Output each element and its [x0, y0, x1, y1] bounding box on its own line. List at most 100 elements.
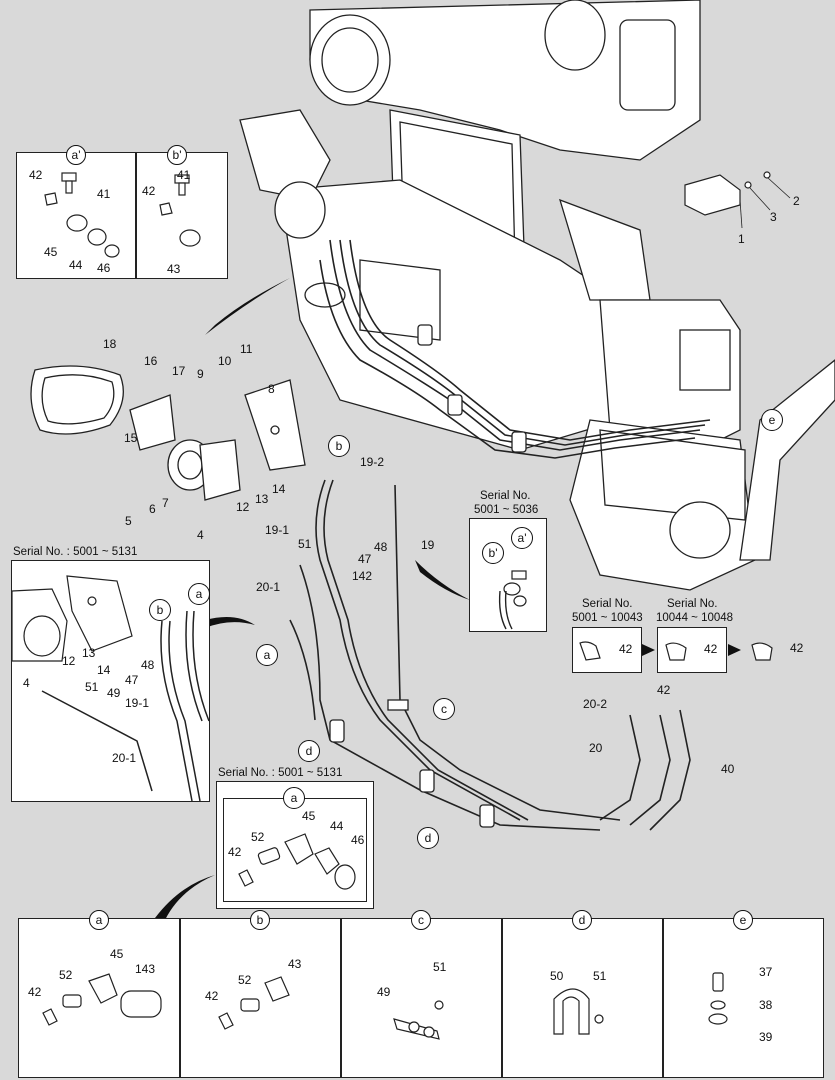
callout-9: 9: [197, 367, 204, 381]
callout-42-right: 42: [657, 683, 671, 697]
serial-label-10048: Serial No.: [667, 598, 718, 610]
callout-10: 10: [218, 354, 232, 368]
table-label-d: d: [572, 910, 592, 930]
center-callout-52: 52: [251, 830, 265, 844]
callout-43b: 43: [167, 262, 181, 276]
clamp-1-callout: 42: [619, 642, 633, 656]
table-e-39: 39: [759, 1030, 773, 1044]
left-callout-20-1: 20-1: [112, 751, 137, 765]
marker-e: e: [761, 409, 783, 431]
table-divider-2: [340, 919, 342, 1077]
detail-box-serial-5036: a' b': [469, 518, 547, 632]
serial-left-title: Serial No. : 5001 ~ 5131: [13, 546, 138, 558]
serial-label-5036: Serial No.: [480, 490, 531, 502]
marker-b-top: b: [328, 435, 350, 457]
marker-d-left: d: [298, 740, 320, 762]
table-divider-3: [501, 919, 503, 1077]
table-c-51: 51: [433, 960, 447, 974]
table-e-37: 37: [759, 965, 773, 979]
clamp-2-callout: 42: [704, 642, 718, 656]
table-label-e: e: [733, 910, 753, 930]
left-callout-47: 47: [125, 673, 139, 687]
table-b-52: 52: [238, 973, 252, 987]
callout-45a: 45: [44, 245, 58, 259]
callout-41b: 41: [177, 168, 191, 182]
callout-2: 2: [793, 194, 800, 208]
callout-12: 12: [236, 500, 250, 514]
clamp-box-2: 42: [657, 627, 727, 673]
callout-20: 20: [589, 741, 603, 755]
center-callout-42: 42: [228, 845, 242, 859]
callout-18: 18: [103, 337, 117, 351]
table-label-b: b: [250, 910, 270, 930]
serial-range-10043: 5001 ~ 10043: [572, 612, 643, 624]
table-d-50: 50: [550, 969, 564, 983]
table-b-42: 42: [205, 989, 219, 1003]
callout-8: 8: [268, 382, 275, 396]
parts-detail-table: a b c d e 45 143 52 42: [18, 910, 824, 1078]
table-parts-drawing: [42, 972, 728, 1040]
marker-a-prime-inset: a': [511, 527, 533, 549]
callout-20-2: 20-2: [583, 697, 608, 711]
callout-15: 15: [124, 431, 138, 445]
table-b-43: 43: [288, 957, 302, 971]
callout-42a: 42: [29, 168, 43, 182]
callout-19-2: 19-2: [360, 455, 385, 469]
table-divider-1: [179, 919, 181, 1077]
serial-center-title: Serial No. : 5001 ~ 5131: [218, 767, 343, 779]
left-callout-12: 12: [62, 654, 76, 668]
center-fitting-drawing: [238, 833, 356, 890]
callout-16: 16: [144, 354, 158, 368]
callout-3: 3: [770, 210, 777, 224]
serial-label-10043: Serial No.: [582, 598, 633, 610]
serial-range-5036: 5001 ~ 5036: [474, 504, 539, 516]
callout-1: 1: [738, 232, 745, 246]
center-callout-44: 44: [330, 819, 344, 833]
table-a-52: 52: [59, 968, 73, 982]
callout-41a: 41: [97, 187, 111, 201]
serial-range-10048: 10044 ~ 10048: [656, 612, 734, 624]
marker-b-prime-inset: b': [482, 542, 504, 564]
center-marker-a: a: [283, 787, 305, 809]
left-callout-51: 51: [85, 680, 99, 694]
callout-47-top: 47: [358, 552, 372, 566]
left-marker-a: a: [188, 583, 210, 605]
center-callout-46: 46: [351, 833, 365, 847]
callout-5: 5: [125, 514, 132, 528]
callout-142: 142: [352, 569, 373, 583]
left-callout-49: 49: [107, 686, 121, 700]
detail-box-serial-5131-center: a 45 44 52 46 42: [216, 781, 374, 909]
table-a-143: 143: [135, 962, 156, 976]
fitting-prime-drawing: [44, 172, 201, 258]
left-callout-19-1: 19-1: [125, 696, 150, 710]
callout-7: 7: [162, 496, 169, 510]
callout-19: 19: [421, 538, 435, 552]
table-label-a: a: [89, 910, 109, 930]
clamp-3-callout: 42: [790, 641, 804, 655]
table-a-45: 45: [110, 947, 124, 961]
callout-17: 17: [172, 364, 186, 378]
callout-42b: 42: [142, 184, 156, 198]
callout-19-1: 19-1: [265, 523, 290, 537]
left-marker-b: b: [149, 599, 171, 621]
table-a-42: 42: [28, 985, 42, 999]
left-callout-4: 4: [23, 676, 30, 690]
callout-14: 14: [272, 482, 286, 496]
table-d-51: 51: [593, 969, 607, 983]
detail-label-a-prime: a': [66, 145, 86, 165]
detail-box-serial-5131-left: b a 12 13 14 48 4 51 49 47 19-1 20-1: [11, 560, 210, 802]
callout-51-top: 51: [298, 537, 312, 551]
center-callout-45: 45: [302, 809, 316, 823]
table-e-38: 38: [759, 998, 773, 1012]
marker-a-center: a: [256, 644, 278, 666]
table-label-c: c: [411, 910, 431, 930]
callout-44a: 44: [69, 258, 83, 272]
callout-48-top: 48: [374, 540, 388, 554]
left-callout-14: 14: [97, 663, 111, 677]
inset-fitting-drawing: [498, 570, 527, 630]
detail-box-prime: a' b' 42 41 45 44 46 42 41 43: [16, 145, 228, 279]
table-c-49: 49: [377, 985, 391, 999]
callout-13: 13: [255, 492, 269, 506]
clamp-box-1: 42: [572, 627, 642, 673]
